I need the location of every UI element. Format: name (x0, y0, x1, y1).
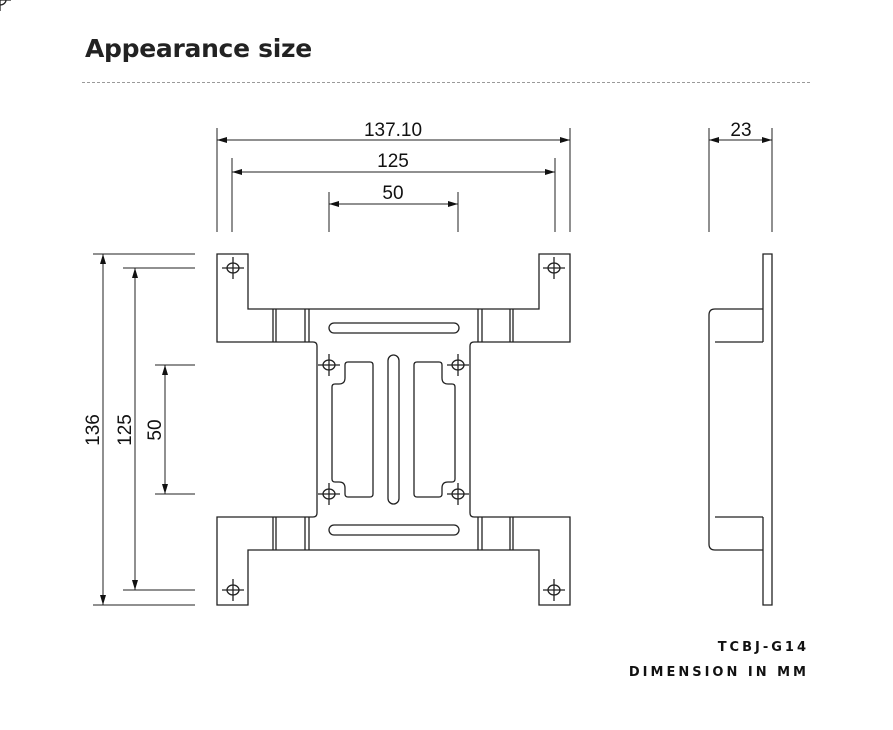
dim-side-depth: 23 (730, 120, 751, 141)
dim-overall-width: 137.10 (364, 120, 422, 141)
page-title: Appearance size (85, 34, 312, 63)
side-view (708, 253, 773, 606)
center-slot (387, 354, 400, 505)
units-note: DIMENSION IN MM (628, 665, 809, 680)
dashed-divider (82, 82, 810, 83)
bend-lines (272, 309, 514, 550)
dim-hole-span-height: 125 (115, 414, 136, 446)
dim-inner-width: 50 (382, 183, 403, 204)
bottom-slot (328, 524, 460, 536)
model-number: TCBJ-G14 (717, 640, 809, 655)
mounting-holes (0, 0, 566, 602)
plate-outline (216, 253, 571, 606)
top-slot (328, 322, 460, 334)
dim-inner-height: 50 (145, 419, 166, 440)
dim-overall-height: 136 (83, 414, 104, 446)
dim-hole-span-width: 125 (377, 151, 409, 172)
right-cutout (413, 361, 456, 498)
left-cutout (331, 361, 374, 498)
